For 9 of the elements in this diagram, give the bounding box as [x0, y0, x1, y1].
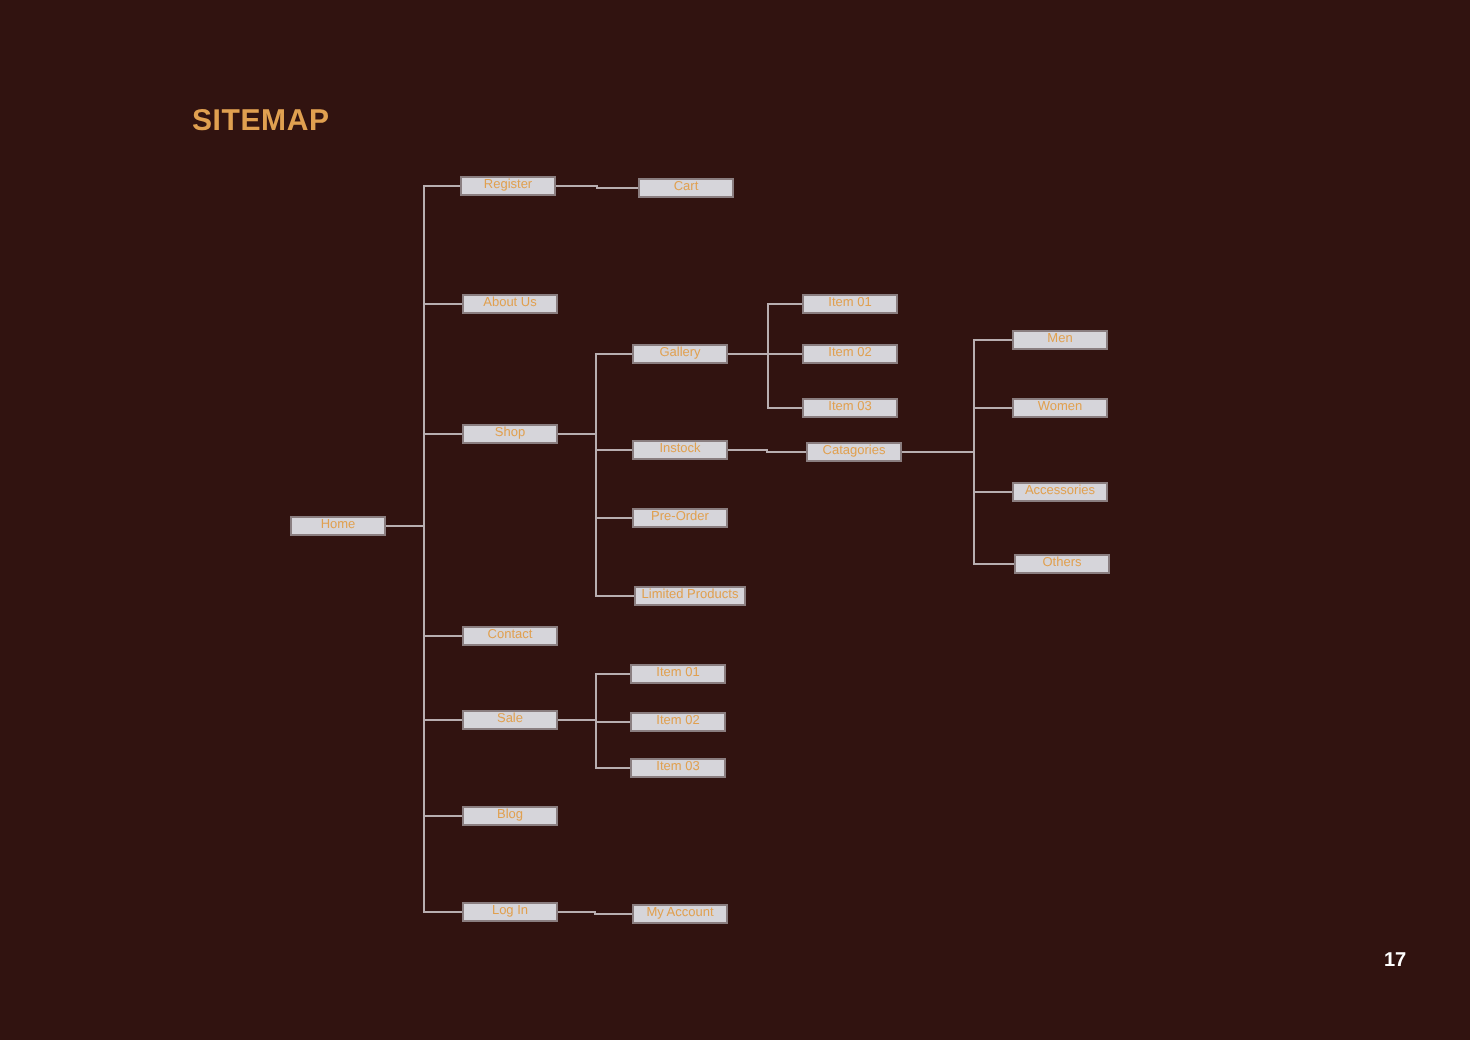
connector-line — [727, 449, 807, 453]
connector-line — [555, 185, 639, 189]
connector-line — [901, 451, 1015, 565]
connector-line — [557, 911, 633, 915]
connector-line — [557, 433, 635, 597]
connector-line — [727, 353, 803, 409]
page-number: 17 — [1384, 950, 1407, 972]
connector-line — [385, 525, 463, 913]
page-title: SITEMAP — [192, 104, 330, 138]
